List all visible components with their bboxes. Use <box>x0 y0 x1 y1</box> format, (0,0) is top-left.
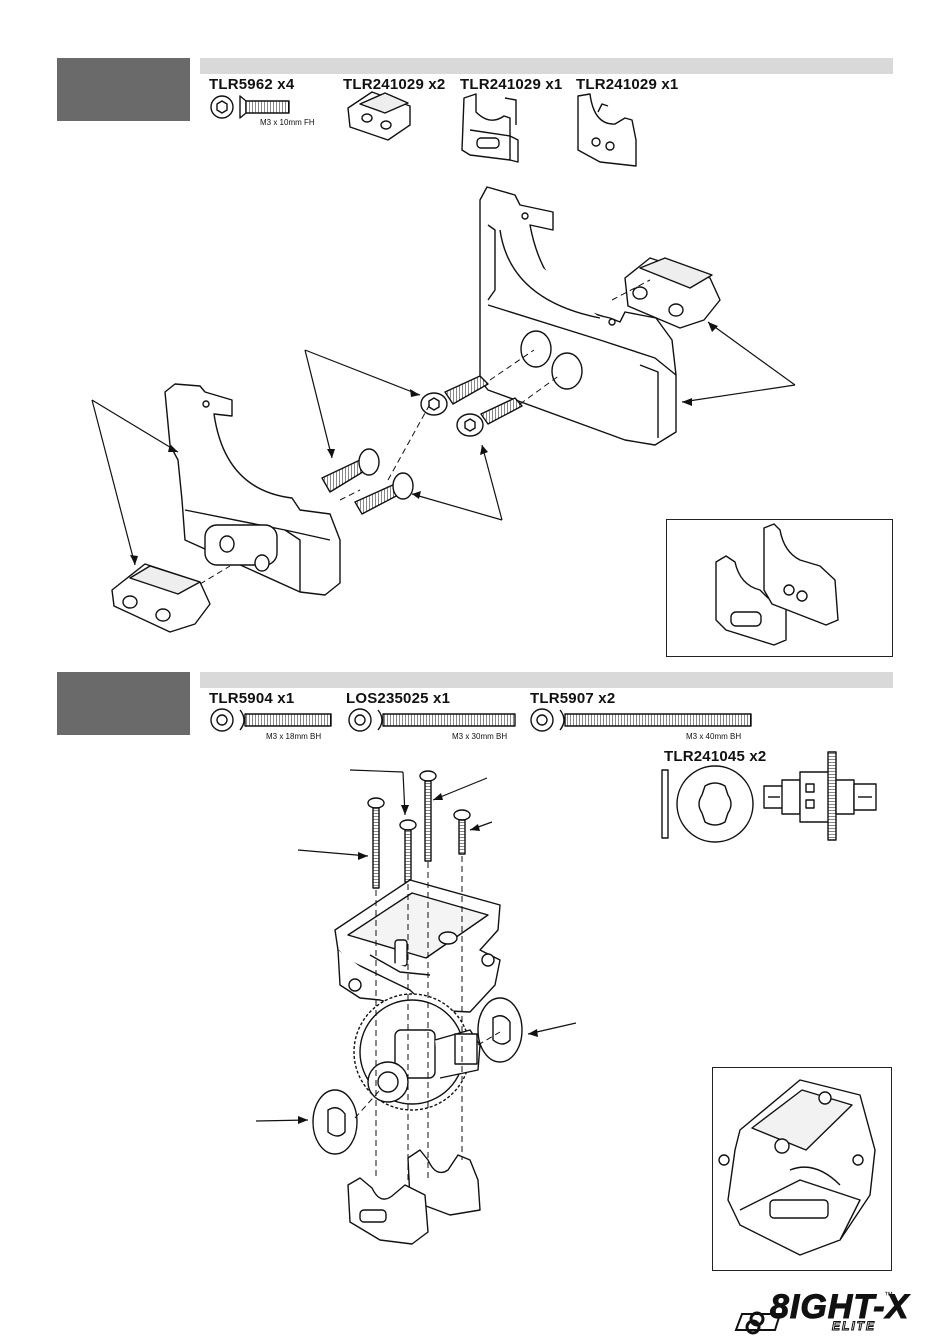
center-diff-top-plate <box>335 880 500 1012</box>
fh-screw-upper-right <box>421 376 488 415</box>
bh-screw-40-left <box>368 798 384 888</box>
screw-bh-40-icon <box>531 709 751 731</box>
fh-screw-lower-left <box>355 473 413 514</box>
rear-diff-mount-left <box>165 384 340 595</box>
step-2-inset-assembly <box>719 1080 875 1255</box>
outdrive-washer-icon <box>662 766 753 842</box>
spacer-lower-left <box>112 564 210 632</box>
fh-screw-upper-left <box>322 449 379 492</box>
fh-screw-lower-right <box>457 398 522 436</box>
outdrive-washer-lower-left <box>313 1090 357 1154</box>
step-1-inset-assembly <box>716 524 838 645</box>
bh-screw-30 <box>454 810 470 854</box>
diff-mount-right-icon <box>578 94 636 166</box>
screw-bh-30-icon <box>349 709 515 731</box>
bh-screw-18 <box>400 820 416 882</box>
spacer-pair-icon <box>348 92 410 140</box>
diff-mount-left-icon <box>462 94 518 162</box>
screw-fh-icon <box>211 96 289 118</box>
diff-with-outdrives-icon <box>764 752 876 840</box>
bh-screw-40-center <box>420 771 436 861</box>
logo-trademark: ™ <box>884 1290 893 1300</box>
outdrive-washer-upper-right <box>478 998 522 1062</box>
logo-subtitle: ELITE <box>832 1319 876 1333</box>
screw-bh-18-icon <box>211 709 331 731</box>
